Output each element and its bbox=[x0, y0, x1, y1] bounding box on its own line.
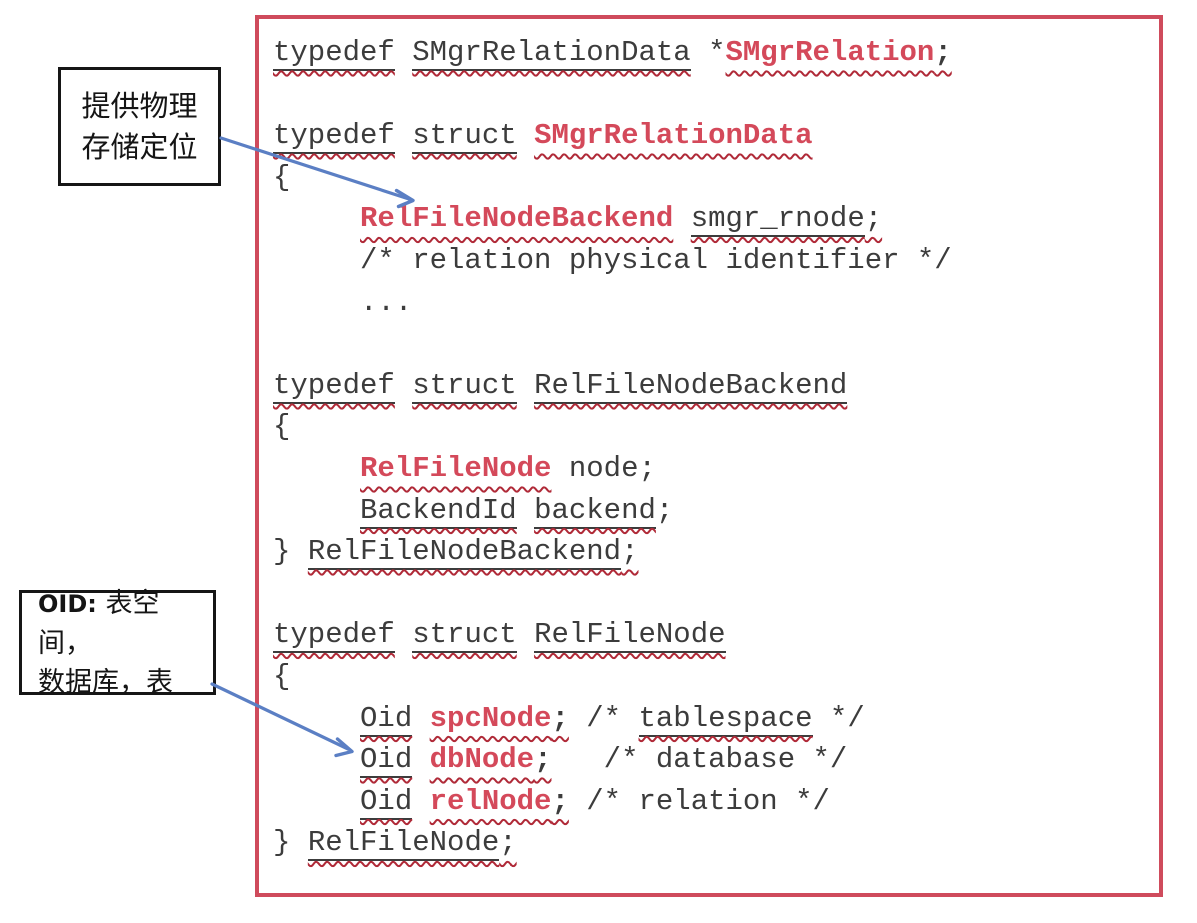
code-text: struct bbox=[412, 368, 517, 404]
code-text: SMgrRelationData bbox=[412, 36, 691, 71]
code-text: RelFileNode bbox=[534, 618, 726, 654]
code-text: tablespace bbox=[638, 701, 813, 737]
code-text: RelFileNode bbox=[307, 826, 500, 862]
code-text: } bbox=[273, 826, 308, 860]
code-highlight: dbNode bbox=[429, 743, 535, 777]
code-text: backend bbox=[534, 493, 656, 529]
code-line: typedef SMgrRelationData *SMgrRelation; bbox=[273, 32, 1151, 74]
code-text bbox=[273, 494, 360, 527]
code-text: ; bbox=[534, 743, 552, 777]
code-text: smgr_rnode bbox=[690, 202, 865, 238]
code-highlight: spcNode bbox=[429, 701, 552, 735]
code-highlight: SMgrRelationData bbox=[534, 119, 813, 153]
code-text bbox=[395, 618, 412, 651]
code-line: { bbox=[273, 406, 1151, 448]
code-text: Oid bbox=[360, 743, 413, 779]
code-text bbox=[395, 36, 412, 69]
code-text bbox=[273, 785, 360, 818]
code-line: typedef struct SMgrRelationData bbox=[273, 115, 1151, 157]
code-text: ; bbox=[934, 36, 952, 69]
code-text: * bbox=[690, 36, 726, 69]
code-text: RelFileNodeBackend bbox=[307, 535, 622, 571]
code-text: typedef bbox=[273, 36, 395, 71]
code-text: */ bbox=[812, 701, 865, 735]
code-text: Oid bbox=[360, 701, 413, 737]
code-text: /* database */ bbox=[551, 743, 848, 777]
code-text: ; bbox=[864, 202, 883, 236]
code-line: } RelFileNode; bbox=[273, 822, 1151, 864]
note-storage-line2: 存储定位 bbox=[81, 129, 198, 164]
code-text: typedef bbox=[273, 618, 395, 654]
code-line bbox=[273, 573, 1151, 615]
code-text: ; bbox=[621, 535, 639, 569]
code-text: } bbox=[273, 535, 308, 569]
code-line: } RelFileNodeBackend; bbox=[273, 531, 1151, 573]
code-text: ; bbox=[499, 826, 517, 860]
code-line: RelFileNode node; bbox=[273, 448, 1151, 490]
code-line: { bbox=[273, 656, 1151, 698]
code-text bbox=[412, 743, 429, 776]
code-panel: typedef SMgrRelationData *SMgrRelation; … bbox=[255, 15, 1163, 897]
code-highlight: RelFileNode bbox=[360, 451, 552, 485]
code-text: typedef bbox=[273, 368, 395, 404]
code-text: ; bbox=[655, 493, 674, 527]
code-highlight: relNode bbox=[429, 784, 552, 818]
code-text: /* relation */ bbox=[568, 784, 830, 818]
code-highlight: SMgrRelation bbox=[725, 36, 935, 69]
code-text: RelFileNodeBackend bbox=[534, 368, 848, 404]
code-line: RelFileNodeBackend smgr_rnode; bbox=[273, 198, 1151, 240]
code-line: BackendId backend; bbox=[273, 490, 1151, 532]
code-text bbox=[517, 119, 534, 152]
code-line bbox=[273, 323, 1151, 365]
note-oid-prefix: OID: bbox=[38, 589, 97, 618]
code-text: typedef bbox=[273, 119, 395, 155]
code-text bbox=[273, 202, 360, 235]
code-text: ... bbox=[273, 285, 413, 319]
code-line bbox=[273, 74, 1151, 116]
code-text bbox=[517, 369, 534, 402]
code-line: typedef struct RelFileNodeBackend bbox=[273, 365, 1151, 407]
code-line: /* relation physical identifier */ bbox=[273, 240, 1151, 282]
code-text bbox=[273, 452, 360, 485]
code-text: node; bbox=[551, 451, 656, 485]
code-text bbox=[395, 119, 412, 152]
code-text bbox=[412, 785, 429, 818]
code-text: struct bbox=[412, 618, 517, 654]
code-text: struct bbox=[412, 119, 517, 155]
code-line: typedef struct RelFileNode bbox=[273, 614, 1151, 656]
note-oid-line1: OID: 表空间， bbox=[38, 584, 213, 663]
code-text bbox=[412, 702, 429, 735]
code-text: BackendId bbox=[360, 493, 517, 529]
code-text bbox=[673, 202, 690, 235]
note-oid-box: OID: 表空间， 数据库，表 bbox=[19, 588, 216, 698]
code-text bbox=[273, 702, 360, 735]
code-text bbox=[395, 369, 412, 402]
code-text bbox=[517, 494, 534, 527]
note-storage-box: 提供物理 存储定位 bbox=[58, 67, 221, 186]
note-oid-line1-rest: 表空间， bbox=[38, 587, 160, 659]
code-text: Oid bbox=[360, 784, 413, 820]
code-text bbox=[517, 618, 534, 651]
code-line: Oid spcNode; /* tablespace */ bbox=[273, 698, 1151, 740]
code-block: typedef SMgrRelationData *SMgrRelation; … bbox=[273, 32, 1151, 864]
code-highlight: RelFileNodeBackend bbox=[360, 202, 674, 236]
code-line: ... bbox=[273, 282, 1151, 324]
code-text: /* relation physical identifier */ bbox=[273, 243, 952, 277]
code-line: { bbox=[273, 157, 1151, 199]
note-storage-line1: 提供物理 bbox=[81, 88, 198, 123]
code-text: ; bbox=[551, 784, 569, 818]
code-text: { bbox=[273, 659, 291, 693]
code-text: ; bbox=[551, 701, 569, 735]
code-text: { bbox=[273, 160, 291, 194]
code-line: Oid dbNode; /* database */ bbox=[273, 739, 1151, 781]
note-oid-line2: 数据库，表 bbox=[38, 666, 173, 698]
code-text: /* bbox=[568, 701, 639, 735]
code-line: Oid relNode; /* relation */ bbox=[273, 781, 1151, 823]
code-text bbox=[273, 743, 360, 776]
code-text: { bbox=[273, 410, 291, 444]
